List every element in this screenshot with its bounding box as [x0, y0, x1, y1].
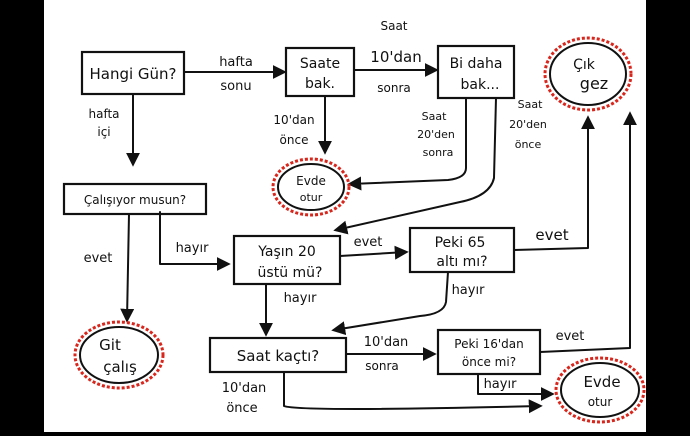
label-evet-yas: evet	[354, 235, 383, 250]
label-saat10-sonra-3: sonra	[377, 81, 411, 95]
terminal-evde-top-line1: Evde	[296, 174, 326, 188]
label-hayir-16: hayır	[484, 377, 518, 392]
node-bi-daha-line1: Bi daha	[450, 56, 503, 72]
label-hafta-ici-2: içi	[97, 125, 110, 139]
node-yasin-line1: Yaşın 20	[257, 244, 316, 260]
edge-evet-calisiyor	[120, 213, 135, 323]
label-saat20-sonra-1: Saat	[422, 110, 447, 123]
label-hafta-sonu-2: sonu	[220, 79, 251, 94]
label-10dan-sonra-2: sonra	[365, 359, 399, 373]
edge-evet-65	[513, 115, 595, 251]
label-saat10-sonra-1: Saat	[380, 19, 407, 33]
node-yasin-20-ustu: Yaşın 20 üstü mü?	[232, 234, 342, 286]
node-saat-kacti: Saat kaçtı?	[208, 336, 348, 374]
node-saate-bak-line2: bak.	[305, 76, 335, 92]
edge-hayir-16	[477, 373, 555, 401]
node-saate-bak: Saate bak.	[284, 46, 356, 98]
node-peki16-line1: Peki 16'dan	[454, 337, 523, 351]
node-saate-bak-line1: Saate	[300, 56, 340, 72]
edge-saat20-sonra	[347, 97, 467, 191]
terminal-evde-top-line2: otur	[300, 191, 323, 204]
edge-hayir-65	[331, 271, 449, 336]
node-peki16-line2: önce mi?	[462, 355, 516, 369]
label-evet-calisiyor: evet	[84, 251, 113, 266]
node-bi-daha-bak: Bi daha bak...	[436, 44, 516, 100]
label-evet-16: evet	[556, 329, 585, 344]
edge-hayir-calisiyor	[159, 211, 231, 271]
node-calisiyor-label: Çalışıyor musun?	[84, 193, 186, 207]
terminal-git-calis-line2: çalış	[103, 358, 137, 376]
terminal-git-calis: Git çalış	[73, 320, 165, 390]
node-saat-kac-label: Saat kaçtı?	[237, 347, 319, 365]
edge-saat20-once	[333, 97, 497, 235]
node-peki65-line2: altı mı?	[436, 254, 487, 270]
edge-evet-yas	[339, 245, 409, 260]
terminal-cik-gez-line1: Çık	[573, 57, 596, 73]
edge-evet-16	[539, 111, 637, 353]
label-10dan-once-top-1: 10'dan	[273, 113, 314, 127]
label-10dan-once-bottom-2: önce	[226, 401, 257, 416]
label-hayir-calisiyor: hayır	[176, 241, 210, 256]
label-evet-65: evet	[535, 226, 568, 244]
label-saat20-once-3: önce	[515, 138, 542, 151]
node-hangi-gun-label: Hangi Gün?	[89, 65, 176, 83]
terminal-git-calis-line1: Git	[99, 336, 121, 354]
label-hafta-sonu-1: hafta	[219, 55, 253, 70]
label-saat20-sonra-3: sonra	[423, 146, 454, 159]
label-10dan-once-bottom-1: 10'dan	[222, 381, 267, 396]
label-saat20-sonra-2: 20'den	[417, 128, 455, 141]
terminal-evde-bottom-line1: Evde	[583, 373, 620, 391]
label-saat20-once-1: Saat	[518, 98, 543, 111]
label-10dan-sonra-1: 10'dan	[364, 335, 409, 350]
node-bi-daha-line2: bak...	[461, 77, 500, 93]
terminal-evde-bottom-line2: otur	[588, 395, 613, 409]
label-saat20-once-2: 20'den	[509, 118, 547, 131]
label-hayir-65: hayır	[452, 283, 486, 298]
terminal-cik-gez: Çık gez	[543, 36, 633, 112]
label-saat10-sonra-2: 10'dan	[370, 48, 421, 66]
node-yasin-line2: üstü mü?	[258, 265, 323, 281]
node-peki-65-alti: Peki 65 altı mı?	[408, 226, 516, 274]
terminal-evde-otur-bottom: Evde otur	[554, 356, 646, 424]
label-10dan-once-top-2: önce	[280, 133, 309, 147]
node-peki-16-once: Peki 16'dan önce mi?	[436, 328, 542, 376]
terminal-cik-gez-line2: gez	[580, 74, 608, 93]
node-calisiyor-musun: Çalışıyor musun?	[62, 182, 208, 216]
terminal-evde-otur-top: Evde otur	[271, 157, 351, 217]
label-hayir-yas: hayır	[284, 291, 318, 306]
node-peki65-line1: Peki 65	[435, 235, 486, 251]
label-hafta-ici-1: hafta	[88, 107, 119, 121]
node-hangi-gun: Hangi Gün?	[80, 50, 186, 96]
edge-10dan-once-bottom	[283, 371, 543, 414]
